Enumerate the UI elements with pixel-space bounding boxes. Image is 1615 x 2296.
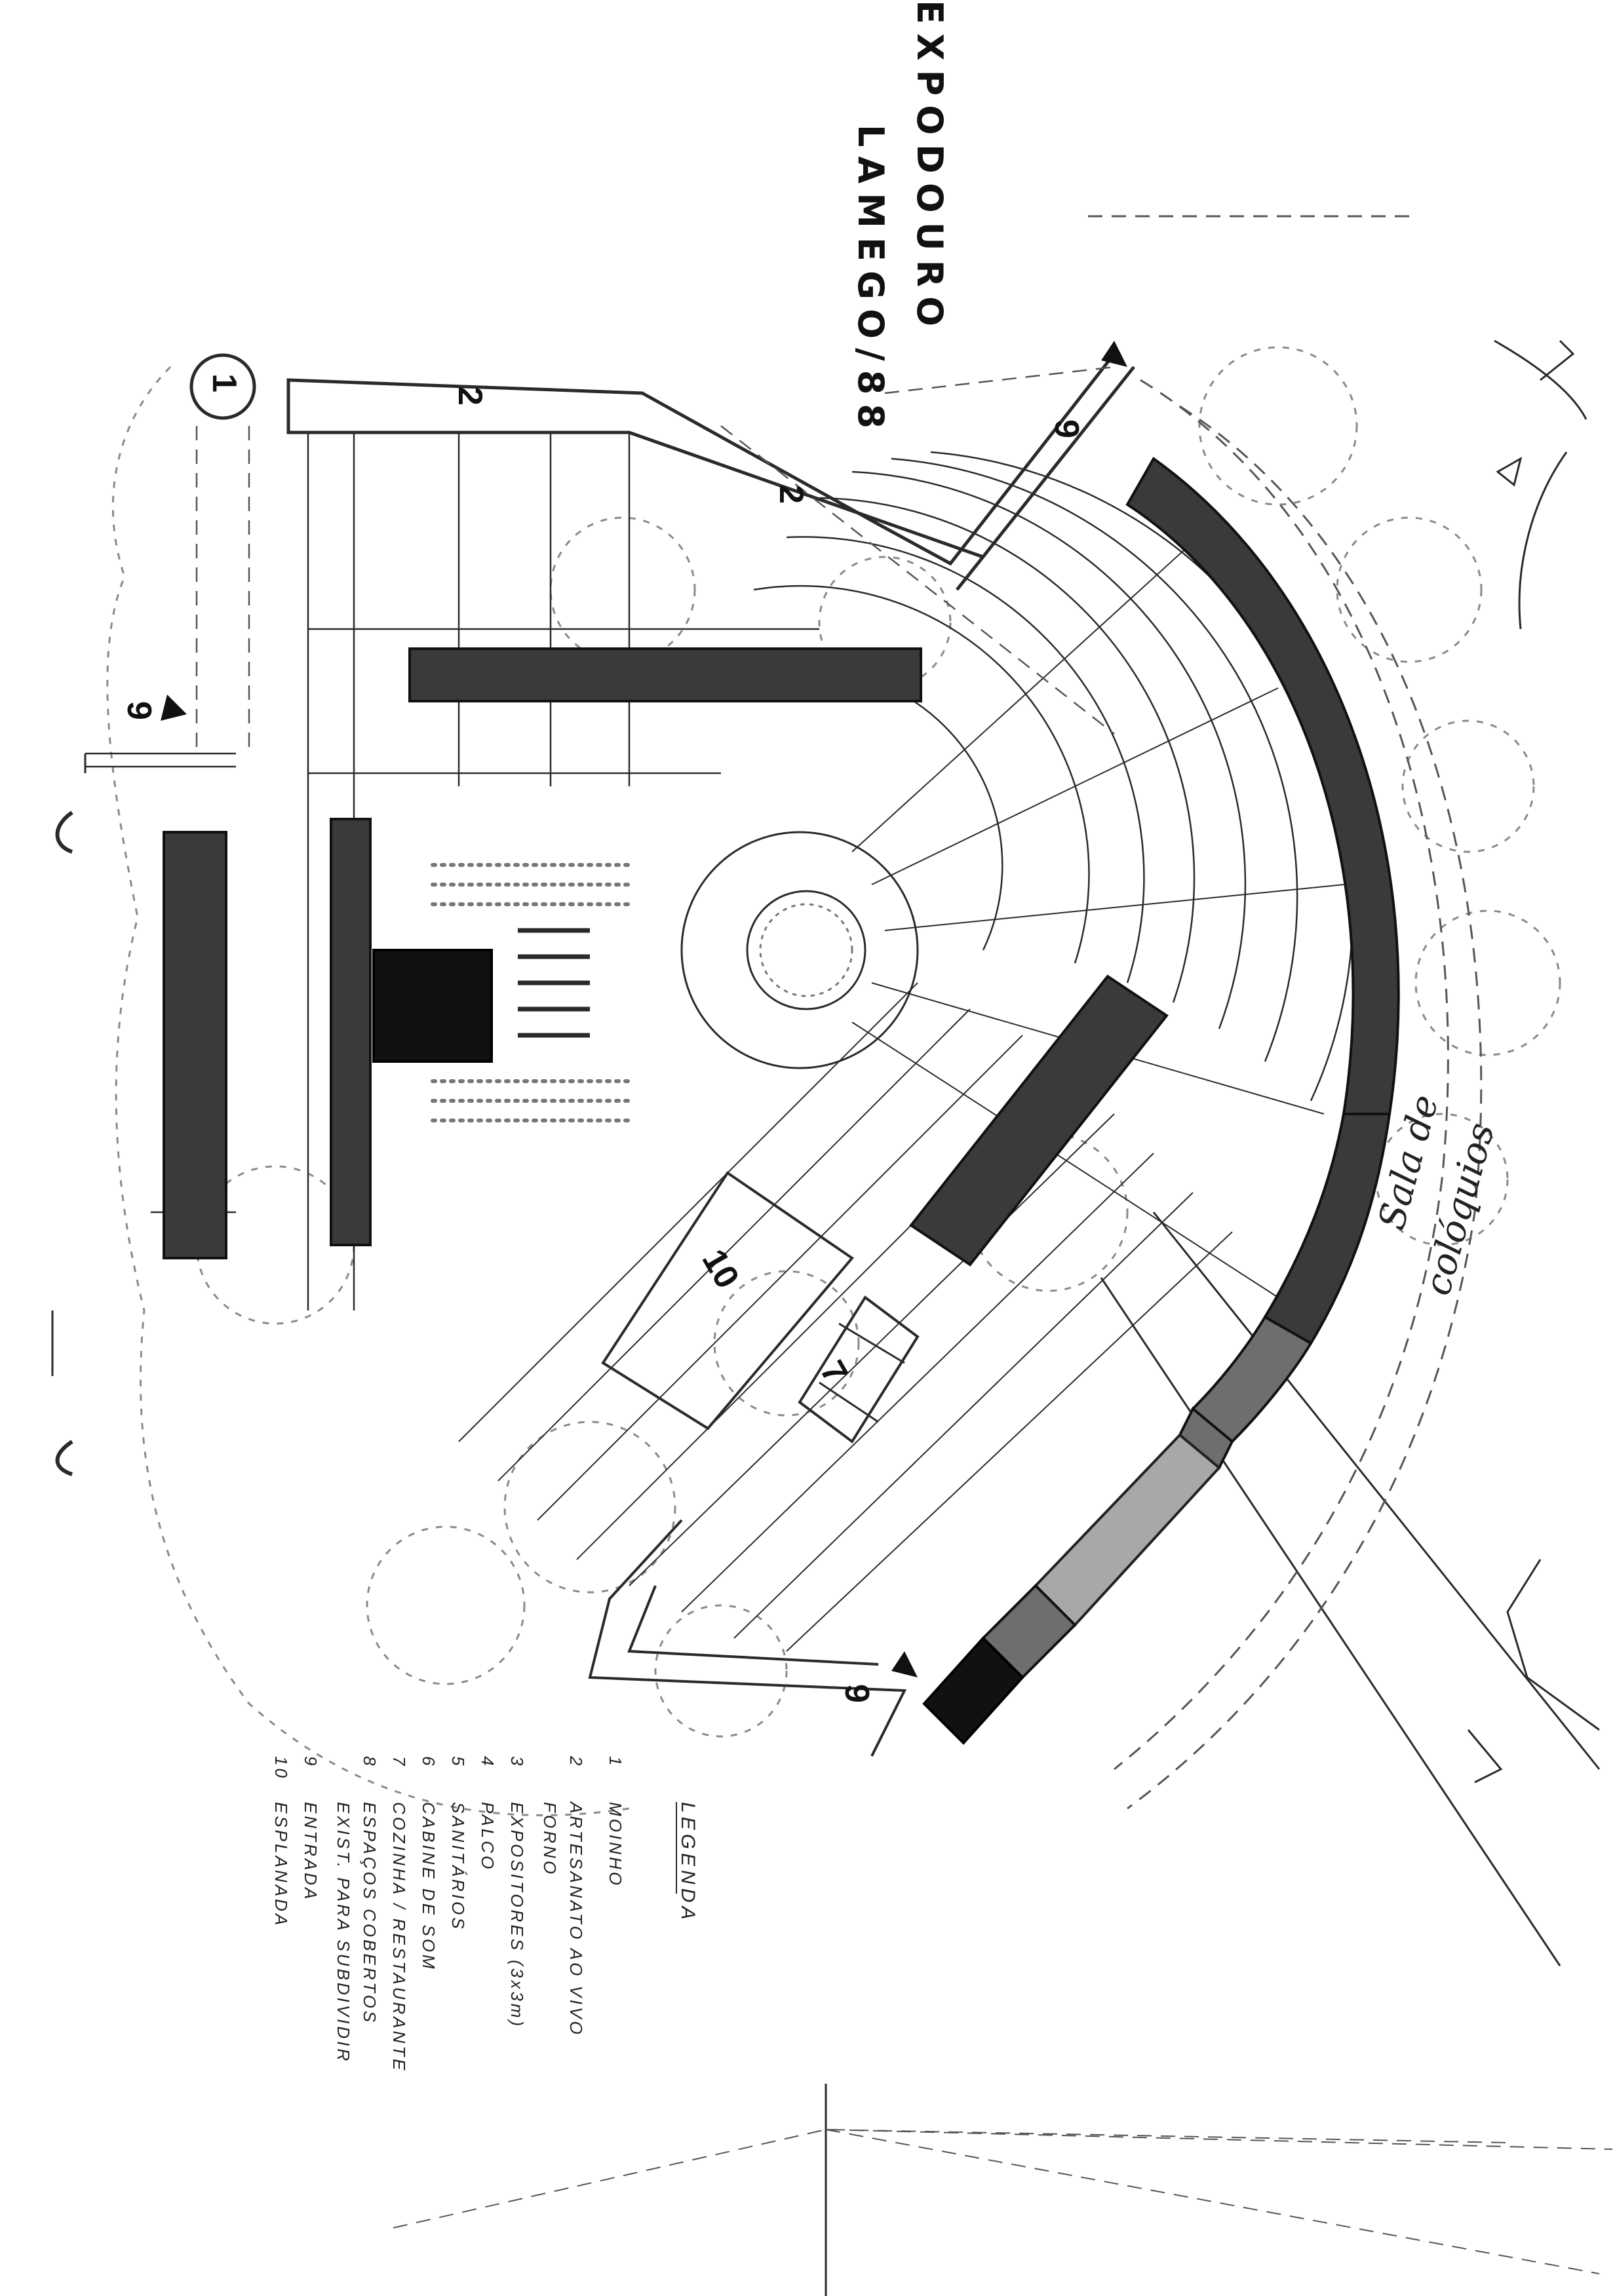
handwritten-note: Sala de colóquios [1371,1090,1503,1300]
legend-num: 5 [448,1756,468,1768]
exhibitor-blocks [163,647,1169,1267]
legend-num: 7 [389,1756,409,1768]
amphitheater-terraces [680,451,1354,1101]
exhibitor-block-horizontal [408,647,922,702]
legend-num: 3 [507,1756,527,1768]
exhibitor-block-left-long [163,831,227,1259]
bracket-marks [51,754,87,1476]
legend-num: 2 [566,1755,586,1768]
cozinha-area [798,1295,920,1444]
site-boundary [286,353,1483,1810]
arrow-left [161,695,187,721]
legend-items: 1 MOINHO 2 ARTESANATO AO VIVO FORNO 3 EX… [271,1755,625,2073]
label-esplanada: 10 [695,1243,747,1295]
label-moinho: 1 [205,373,243,392]
radial-grid [720,366,1344,1298]
legend-num: 10 [271,1756,291,1780]
legend-text: MOINHO [606,1802,625,1888]
plan-title: EXPODOURO LAMEGO/88 [850,0,950,438]
label-artesanato-a: 2 [451,387,489,406]
label-entrada-left: 9 [120,701,158,720]
exhibitor-block-diagonal [909,974,1169,1267]
label-entrada-top: 9 [1047,419,1085,438]
legend: LEGENDA 1 MOINHO 2 ARTESANATO AO VIVO FO… [271,1755,699,2073]
legend-text: CABINE DE SOM [419,1802,438,1972]
legend-text: EXIST. PARA SUBDIVIDIR [334,1802,353,2063]
legend-text: ARTESANATO AO VIVO [566,1801,586,2037]
legend-num: 4 [478,1756,497,1768]
entrance-arrows [161,341,1127,1677]
legend-text: PALCO [478,1802,497,1871]
vegetation [106,346,1561,1816]
label-entrada-bottom: 9 [838,1684,876,1703]
legend-text: COZINHA / RESTAURANTE [389,1802,409,2073]
arrow-top [1101,341,1127,367]
legend-num: 1 [606,1756,625,1768]
exhibitors-curved-band [922,457,1400,1745]
esplanada-area [601,1171,854,1430]
legend-num: 9 [301,1756,321,1768]
moinho-marker: 1 [189,353,256,420]
legend-text: FORNO [540,1802,560,1877]
legend-num: 8 [360,1756,379,1768]
exhibitor-block-left-mid [330,818,372,1246]
title-lamego: LAMEGO/88 [850,124,891,438]
seating-rows [431,863,631,1122]
outlined-areas [601,1171,920,1444]
title-expodouro: EXPODOURO [909,0,950,335]
legend-text: ENTRADA [301,1802,321,1902]
fold-lines [393,2084,1613,2296]
street-edge [1088,215,1601,1966]
legend-heading: LEGENDA [677,1802,699,1923]
legend-text: EXPOSITORES (3x3m) [507,1802,527,2029]
arrow-bottom [891,1651,918,1677]
legend-num: 6 [419,1756,438,1768]
legend-text: ESPLANADA [271,1802,291,1928]
label-artesanato-b: 2 [772,485,810,504]
stage-block [372,949,493,1063]
legend-text: ESPAÇOS COBERTOS [360,1802,379,2025]
legend-text: SANITÁRIOS [448,1802,468,1931]
label-cozinha: 7 [813,1354,855,1390]
plan-number-labels: 2 2 9 9 9 7 10 [120,387,1085,1703]
